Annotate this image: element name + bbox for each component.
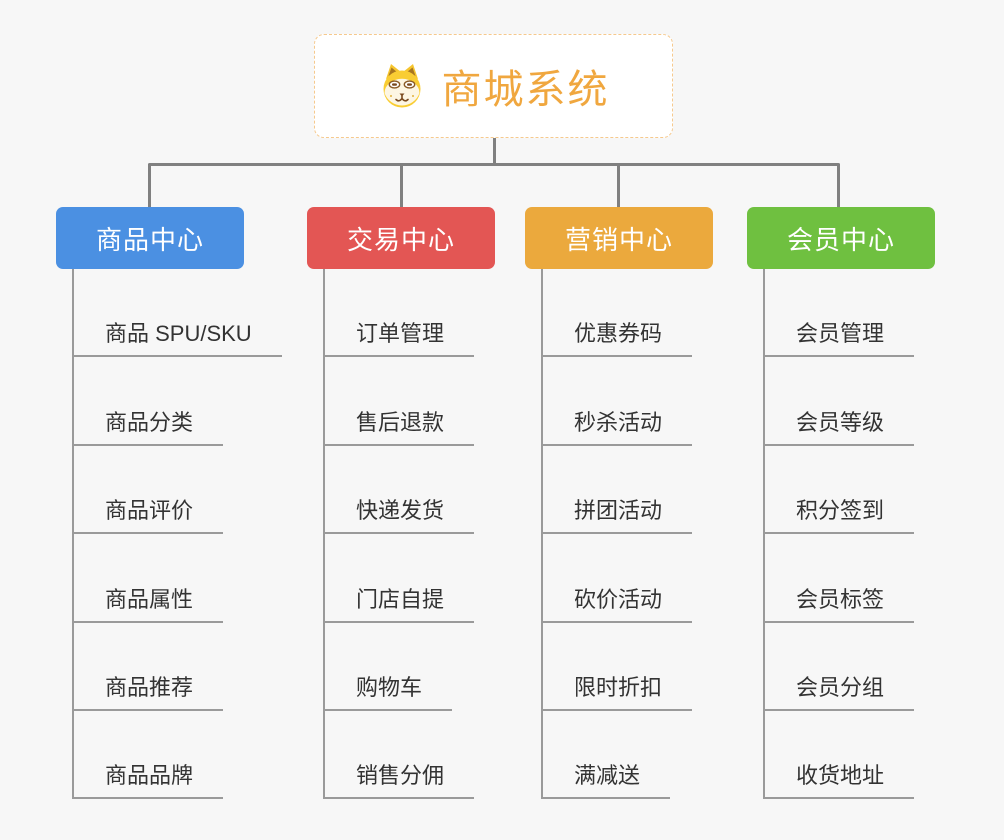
leaf-node-product-attribute[interactable]: 商品属性 [72, 582, 224, 623]
leaf-node-shopping-cart[interactable]: 购物车 [323, 670, 453, 711]
leaf-node-product-brand[interactable]: 商品品牌 [72, 758, 224, 800]
leaf-row: 商品评价 [72, 446, 282, 535]
leaf-node-coupon-code[interactable]: 优惠券码 [541, 316, 693, 358]
leaf-node-after-sale-refund[interactable]: 售后退款 [323, 405, 475, 446]
connector-drop-trade [400, 164, 403, 208]
branch-node-member-center[interactable]: 会员中心 [747, 207, 935, 269]
leaf-node-flash-sale[interactable]: 秒杀活动 [541, 405, 693, 446]
leaf-row: 满减送 [541, 711, 713, 800]
branch-product-center: 商品中心 商品 SPU/SKU 商品分类 商品评价 商品属性 商品推荐 商品品牌 [56, 207, 282, 800]
leaf-node-order-management[interactable]: 订单管理 [323, 316, 475, 358]
leaf-node-sales-commission[interactable]: 销售分佣 [323, 758, 475, 800]
leaf-row: 商品推荐 [72, 623, 282, 711]
leaf-node-member-group[interactable]: 会员分组 [763, 670, 915, 711]
leaf-row: 积分签到 [763, 446, 935, 535]
leaf-node-express-delivery[interactable]: 快递发货 [323, 493, 475, 535]
root-node[interactable]: 商城系统 [314, 34, 673, 138]
leaf-row: 购物车 [323, 623, 495, 711]
leaf-node-full-reduction[interactable]: 满减送 [541, 758, 671, 800]
leaf-node-store-pickup[interactable]: 门店自提 [323, 582, 475, 623]
leaf-node-member-level[interactable]: 会员等级 [763, 405, 915, 446]
leaf-node-product-spu-sku[interactable]: 商品 SPU/SKU [72, 316, 282, 358]
leaf-row: 商品品牌 [72, 711, 282, 800]
branch-node-product-center[interactable]: 商品中心 [56, 207, 244, 269]
branch-node-marketing-center[interactable]: 营销中心 [525, 207, 713, 269]
leaf-row: 秒杀活动 [541, 357, 713, 446]
branch-marketing-center: 营销中心 优惠券码 秒杀活动 拼团活动 砍价活动 限时折扣 满减送 [525, 207, 713, 800]
branch-items-product: 商品 SPU/SKU 商品分类 商品评价 商品属性 商品推荐 商品品牌 [72, 269, 282, 800]
leaf-row: 拼团活动 [541, 446, 713, 535]
branch-items-marketing: 优惠券码 秒杀活动 拼团活动 砍价活动 限时折扣 满减送 [541, 269, 713, 800]
leaf-node-shipping-address[interactable]: 收货地址 [763, 758, 915, 800]
root-title: 商城系统 [441, 68, 610, 112]
leaf-node-member-tag[interactable]: 会员标签 [763, 582, 915, 623]
leaf-row: 收货地址 [763, 711, 935, 800]
connector-horizontal-bus [148, 163, 840, 166]
leaf-row: 门店自提 [323, 534, 495, 623]
leaf-row: 优惠券码 [541, 269, 713, 358]
leaf-node-group-buy[interactable]: 拼团活动 [541, 493, 693, 535]
leaf-row: 会员标签 [763, 534, 935, 623]
leaf-node-bargain-activity[interactable]: 砍价活动 [541, 582, 693, 623]
leaf-node-limited-time-discount[interactable]: 限时折扣 [541, 670, 693, 711]
leaf-row: 商品分类 [72, 357, 282, 446]
connector-drop-member [837, 164, 840, 208]
connector-root-trunk [493, 137, 496, 165]
branch-node-trade-center[interactable]: 交易中心 [307, 207, 495, 269]
branch-member-center: 会员中心 会员管理 会员等级 积分签到 会员标签 会员分组 收货地址 [747, 207, 935, 800]
connector-drop-marketing [617, 164, 620, 208]
leaf-node-product-category[interactable]: 商品分类 [72, 405, 224, 446]
leaf-row: 售后退款 [323, 357, 495, 446]
leaf-row: 砍价活动 [541, 534, 713, 623]
leaf-node-points-checkin[interactable]: 积分签到 [763, 493, 915, 535]
leaf-row: 快递发货 [323, 446, 495, 535]
leaf-row: 会员等级 [763, 357, 935, 446]
branch-items-member: 会员管理 会员等级 积分签到 会员标签 会员分组 收货地址 [763, 269, 935, 800]
leaf-row: 会员分组 [763, 623, 935, 711]
leaf-row: 销售分佣 [323, 711, 495, 800]
leaf-node-product-review[interactable]: 商品评价 [72, 493, 224, 535]
leaf-row: 商品属性 [72, 534, 282, 623]
leaf-row: 限时折扣 [541, 623, 713, 711]
leaf-row: 订单管理 [323, 269, 495, 358]
dog-face-icon [383, 64, 420, 108]
leaf-row: 商品 SPU/SKU [72, 269, 282, 358]
branch-items-trade: 订单管理 售后退款 快递发货 门店自提 购物车 销售分佣 [323, 269, 495, 800]
leaf-row: 会员管理 [763, 269, 935, 358]
connector-drop-product [148, 164, 151, 208]
leaf-node-member-management[interactable]: 会员管理 [763, 316, 915, 358]
leaf-node-product-recommend[interactable]: 商品推荐 [72, 670, 224, 711]
branch-trade-center: 交易中心 订单管理 售后退款 快递发货 门店自提 购物车 销售分佣 [307, 207, 495, 800]
